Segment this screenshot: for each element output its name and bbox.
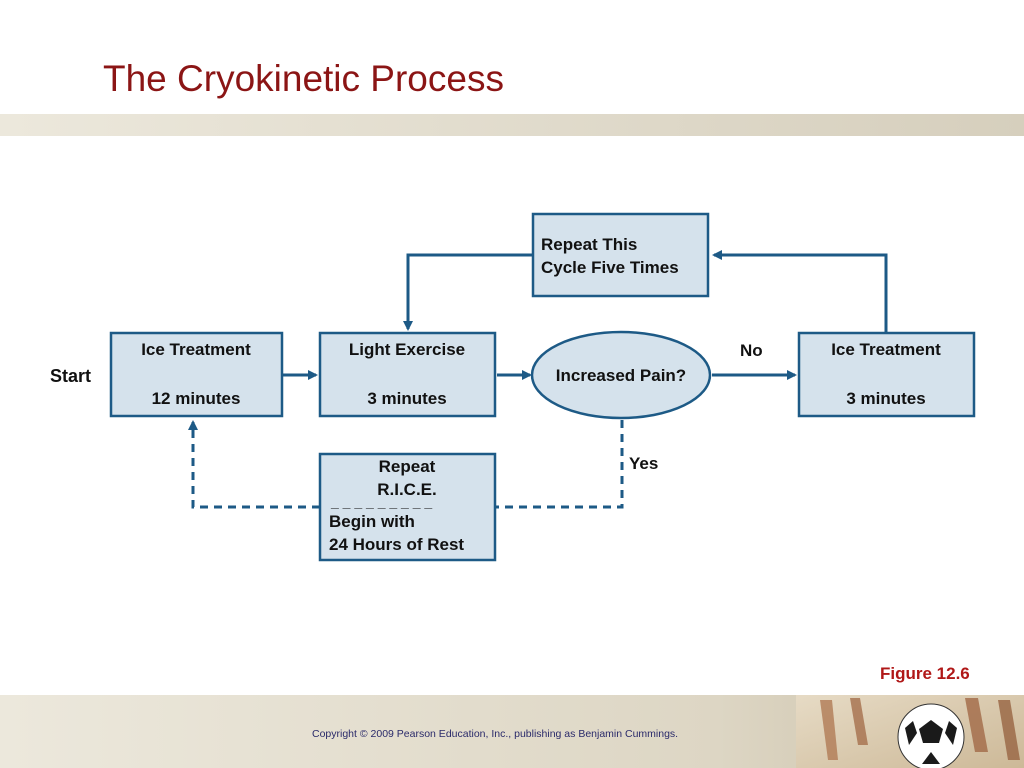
arrow-repeat-to-exercise (403, 253, 532, 331)
rice-line2: R.I.C.E. (377, 480, 437, 499)
rice-divider: _ _ _ _ _ _ _ _ _ (330, 494, 432, 510)
repeat-cycle-line1: Repeat This (541, 235, 637, 254)
ice-treatment-1-duration: 12 minutes (152, 389, 241, 408)
ice-treatment-3min-box: Ice Treatment 3 minutes (797, 331, 976, 418)
start-label: Start (50, 366, 91, 386)
figure-label: Figure 12.6 (880, 664, 970, 683)
copyright-notice: Copyright © 2009 Pearson Education, Inc.… (312, 728, 679, 740)
light-exercise-duration: 3 minutes (367, 389, 446, 408)
repeat-cycle-line2: Cycle Five Times (541, 258, 679, 277)
top-divider-band (0, 114, 1024, 136)
light-exercise-box: Light Exercise 3 minutes (318, 331, 497, 418)
dashed-rice-to-ice1 (188, 420, 320, 509)
repeat-cycle-box: Repeat This Cycle Five Times (531, 212, 710, 298)
ice-treatment-12min-box: Ice Treatment 12 minutes (109, 331, 284, 418)
dashed-yes-path (496, 420, 624, 509)
no-label: No (740, 341, 763, 360)
ice-treatment-2-duration: 3 minutes (846, 389, 925, 408)
light-exercise-title: Light Exercise (349, 340, 465, 359)
yes-label: Yes (629, 454, 658, 473)
ice-treatment-1-title: Ice Treatment (141, 340, 251, 359)
slide-title: The Cryokinetic Process (103, 58, 504, 99)
increased-pain-decision: Increased Pain? (530, 330, 712, 420)
rice-line4: 24 Hours of Rest (329, 535, 464, 554)
rice-line3: Begin with (329, 512, 415, 531)
rice-box: Repeat R.I.C.E. _ _ _ _ _ _ _ _ _ Begin … (318, 452, 497, 562)
decision-text: Increased Pain? (556, 366, 686, 385)
ice-treatment-2-title: Ice Treatment (831, 340, 941, 359)
rice-line1: Repeat (379, 457, 436, 476)
arrow-ice2-to-repeat (712, 250, 888, 332)
